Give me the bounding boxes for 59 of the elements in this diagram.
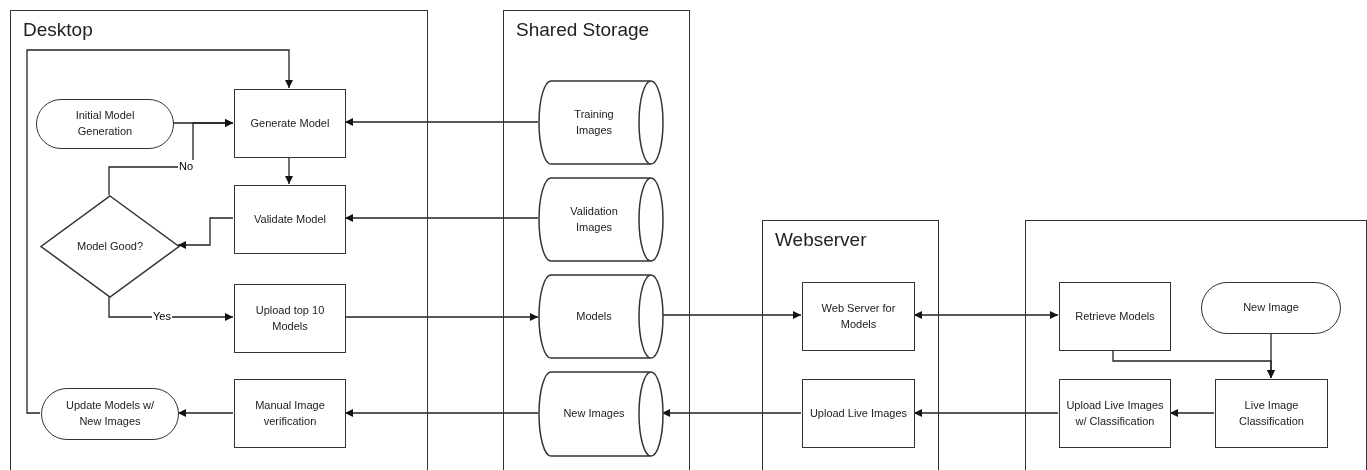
arrow [177, 409, 234, 417]
node-label: Live Image Classification [1238, 397, 1305, 429]
arrow [661, 409, 802, 417]
process-box [802, 282, 915, 351]
edge-label: Yes [152, 310, 172, 323]
node-label: Update Models w/ New Images [64, 398, 155, 429]
storage-cylinder [539, 81, 663, 164]
arrow [108, 119, 234, 196]
swimlane [10, 10, 428, 470]
process-box [234, 379, 346, 448]
process-box [1059, 379, 1171, 448]
arrow [344, 313, 539, 321]
arrow [913, 311, 1059, 319]
node-label: Validation Images [569, 203, 619, 235]
node-label: Model Good? [75, 238, 144, 254]
lane-heading: Desktop [23, 19, 93, 41]
lane-heading: Shared Storage [516, 19, 650, 41]
node-label: Web Server for Models [820, 300, 897, 332]
terminal-shape [41, 388, 179, 440]
node-label: Models [575, 308, 613, 324]
node-label: Upload top 10 Models [254, 302, 326, 334]
process-box [1059, 282, 1171, 351]
process-box [1215, 379, 1328, 448]
arrow [1169, 409, 1215, 417]
arrow [344, 214, 539, 222]
process-box [234, 89, 346, 158]
node-label: New Images [562, 406, 626, 422]
arrow [108, 295, 234, 321]
node-label: Manual Image verification [254, 397, 326, 429]
arrow [177, 217, 234, 249]
swimlane [503, 10, 690, 470]
node-label: Validate Model [253, 211, 327, 227]
storage-cylinder [539, 275, 663, 358]
process-box [234, 284, 346, 353]
node-label: Training Images [573, 106, 615, 138]
node-label: Upload Live Images w/ Classification [1065, 397, 1165, 429]
arrow [1267, 332, 1275, 379]
storage-cylinder [539, 372, 663, 456]
node-label: Retrieve Models [1074, 308, 1156, 324]
swimlane [762, 220, 939, 470]
terminal-shape [1201, 282, 1341, 334]
process-box [802, 379, 915, 448]
arrow [913, 409, 1059, 417]
arrow [285, 156, 293, 185]
swimlane [1025, 220, 1367, 470]
process-box [234, 185, 346, 254]
terminal-shape [36, 99, 174, 149]
arrow [344, 118, 539, 126]
lane-heading: Webserver [775, 229, 867, 251]
edge-label: No [178, 160, 195, 173]
decision-diamond [41, 196, 179, 297]
arrow [26, 49, 293, 414]
arrow [344, 409, 539, 417]
node-label: Generate Model [249, 115, 331, 131]
node-label: Upload Live Images [808, 405, 909, 421]
node-label: New Image [1242, 300, 1300, 316]
arrow [661, 311, 802, 319]
storage-cylinder [539, 178, 663, 261]
node-label: Initial Model Generation [74, 108, 136, 139]
